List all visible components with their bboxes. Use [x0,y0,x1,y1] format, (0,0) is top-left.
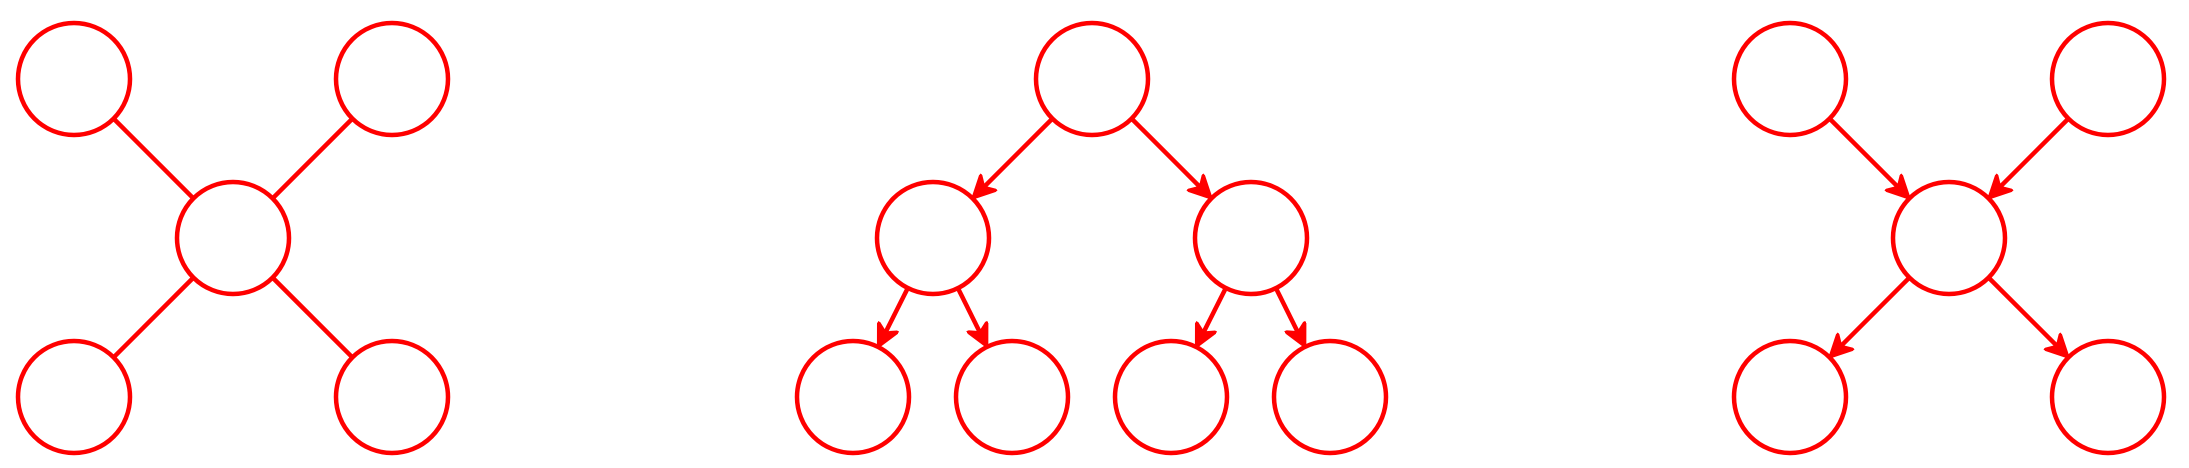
node-center [174,179,292,297]
arrow-center-c1 [1830,276,1911,357]
node-lr [953,338,1071,456]
arrow-center-c2 [1987,276,2068,357]
node-n3 [15,338,133,456]
directed-tree-diagram [794,20,1389,456]
node-rr [1271,338,1389,456]
edge-center-n4 [271,276,354,359]
arrow-left-lr [955,287,989,346]
undirected-star-diagram [15,20,451,456]
arrow-right-rl [1194,287,1228,346]
node-left [874,179,992,297]
node-p2 [2049,20,2167,138]
node-center [1890,179,2008,297]
node-n1 [15,20,133,138]
edge-center-n3 [112,276,195,359]
arrow-p1-center [1828,117,1909,198]
edge-n1-center [112,117,195,200]
arrow-root-left [973,117,1054,198]
node-n2 [333,20,451,138]
node-ll [794,338,912,456]
node-p1 [1731,20,1849,138]
arrow-right-rr [1273,287,1307,346]
node-n4 [333,338,451,456]
arrow-root-right [1130,117,1211,198]
arrow-left-ll [876,287,910,346]
node-c1 [1731,338,1849,456]
node-c2 [2049,338,2167,456]
arrow-p2-center [1989,117,2070,198]
node-root [1033,20,1151,138]
edge-n2-center [271,117,354,200]
node-rl [1112,338,1230,456]
directed-convergent-diagram [1731,20,2167,456]
node-right [1192,179,1310,297]
